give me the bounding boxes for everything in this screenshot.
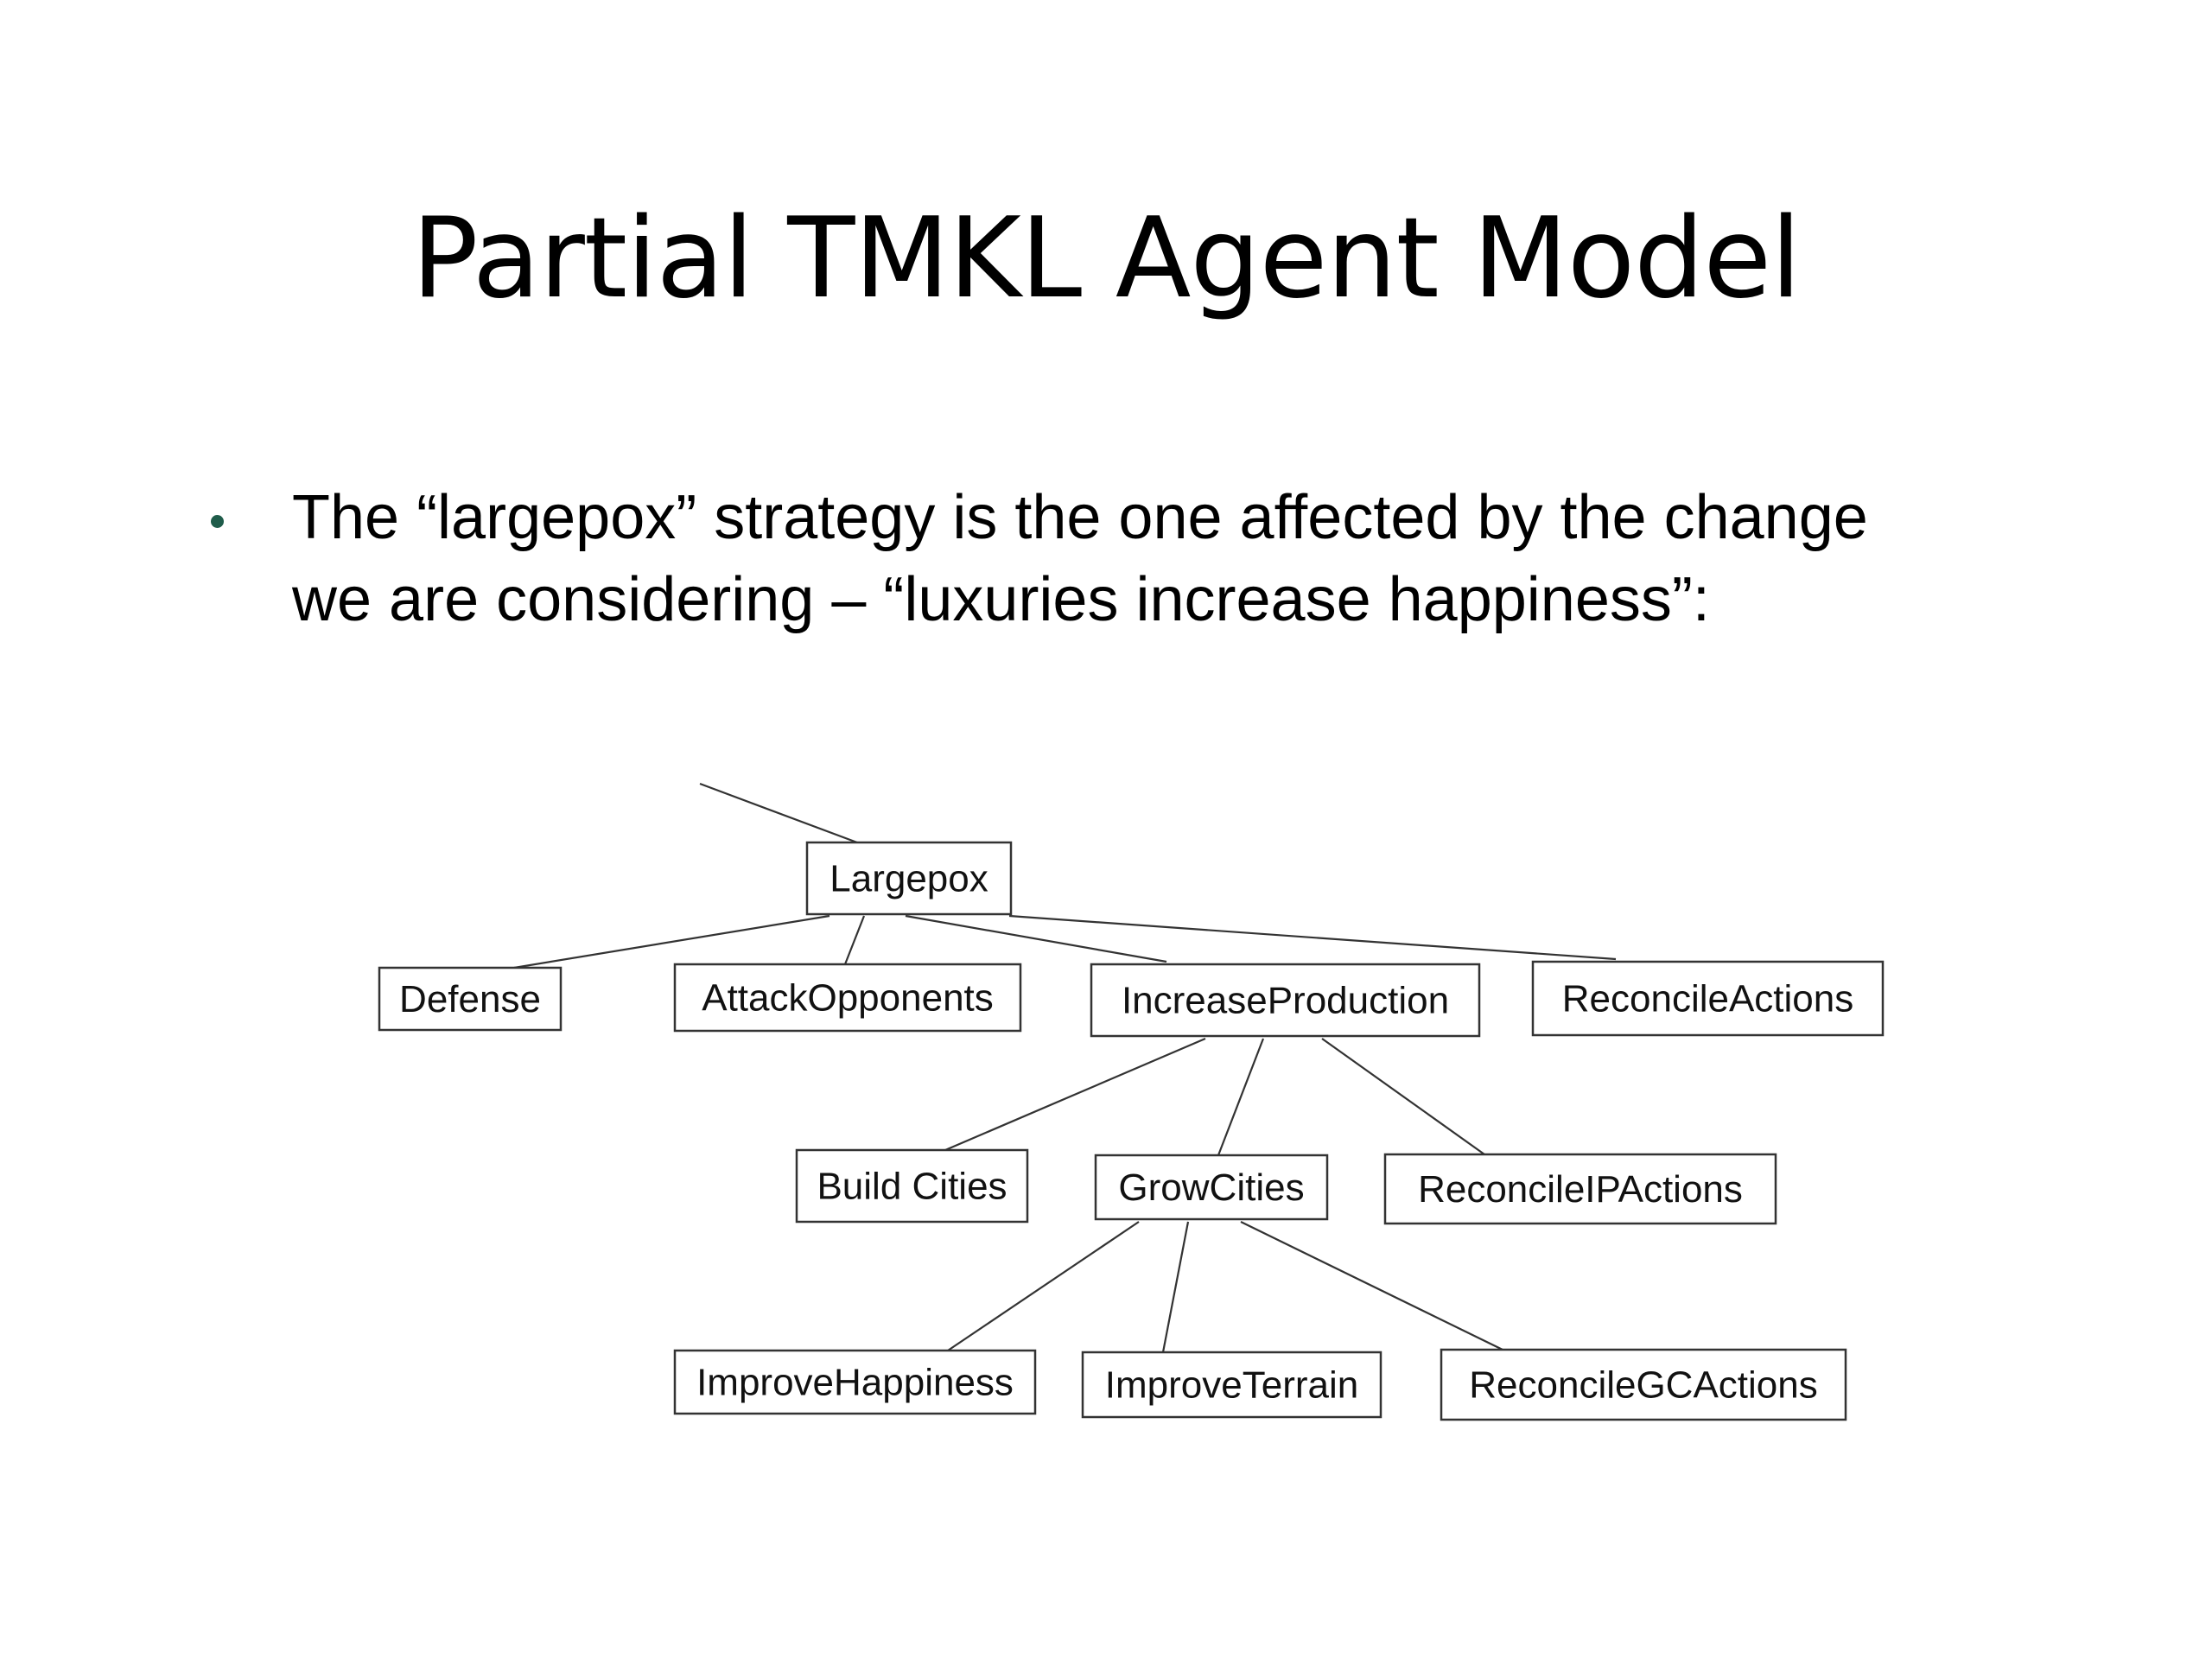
node-box-reconcile (1531, 960, 1885, 1037)
node-improve_t: ImproveTerrain (1081, 1351, 1382, 1419)
node-box-attack (673, 963, 1022, 1033)
edges-layer (513, 782, 1617, 1353)
edge-largepox-to-reconcile (1008, 914, 1617, 961)
node-box-improve_t (1081, 1351, 1382, 1419)
node-box-reconcile_gc (1440, 1348, 1847, 1421)
edge-increase-to-grow (1217, 1038, 1265, 1156)
bullet-text: The “largepox” strategy is the one affec… (292, 477, 2150, 641)
node-box-improve_h (673, 1349, 1037, 1415)
incoming-edge (699, 782, 865, 847)
node-label-largepox: Largepox (830, 858, 988, 900)
node-label-build: Build Cities (817, 1166, 1007, 1208)
edge-grow-to-reconcile_gc (1240, 1221, 1503, 1351)
node-box-defense (378, 966, 563, 1032)
node-box-grow (1094, 1154, 1329, 1221)
bullet-line-2: we are considering – “luxuries increase … (292, 565, 1710, 634)
node-label-defense: Defense (399, 978, 541, 1020)
node-box-increase (1090, 963, 1481, 1038)
node-box-build (795, 1148, 1029, 1224)
edge-largepox-to-defense (513, 914, 830, 969)
node-largepox: Largepox (805, 841, 1013, 916)
node-label-improve_h: ImproveHappiness (696, 1362, 1014, 1404)
node-label-improve_t: ImproveTerrain (1105, 1364, 1358, 1407)
node-label-reconcile_ip: ReconcileIPActions (1418, 1168, 1743, 1211)
node-reconcile_gc: ReconcileGCActions (1440, 1348, 1847, 1421)
node-label-grow: GrowCities (1118, 1166, 1304, 1209)
node-grow: GrowCities (1094, 1154, 1329, 1221)
edge-grow-to-improve_t (1161, 1221, 1190, 1353)
bullet-dot (211, 515, 224, 528)
node-defense: Defense (378, 966, 563, 1032)
node-label-reconcile: ReconcileActions (1562, 978, 1854, 1020)
node-label-reconcile_gc: ReconcileGCActions (1469, 1364, 1818, 1407)
node-improve_h: ImproveHappiness (673, 1349, 1037, 1415)
node-box-reconcile_ip (1383, 1153, 1777, 1225)
node-reconcile: ReconcileActions (1531, 960, 1885, 1037)
edge-grow-to-improve_h (947, 1221, 1140, 1351)
node-increase: IncreaseProduction (1090, 963, 1481, 1038)
edge-largepox-to-increase (905, 914, 1167, 963)
edge-increase-to-reconcile_ip (1321, 1038, 1485, 1155)
node-build: Build Cities (795, 1148, 1029, 1224)
node-label-attack: AttackOpponents (702, 977, 994, 1020)
node-box-largepox (805, 841, 1013, 916)
node-attack: AttackOpponents (673, 963, 1022, 1033)
node-reconcile_ip: ReconcileIPActions (1383, 1153, 1777, 1225)
bullet-line-1: The “largepox” strategy is the one affec… (292, 483, 1868, 552)
edge-increase-to-build (944, 1037, 1206, 1152)
edge-largepox-to-attack (843, 915, 866, 965)
slide-title: Partial TMKL Agent Model (411, 194, 1801, 323)
node-label-increase: IncreaseProduction (1122, 980, 1449, 1022)
